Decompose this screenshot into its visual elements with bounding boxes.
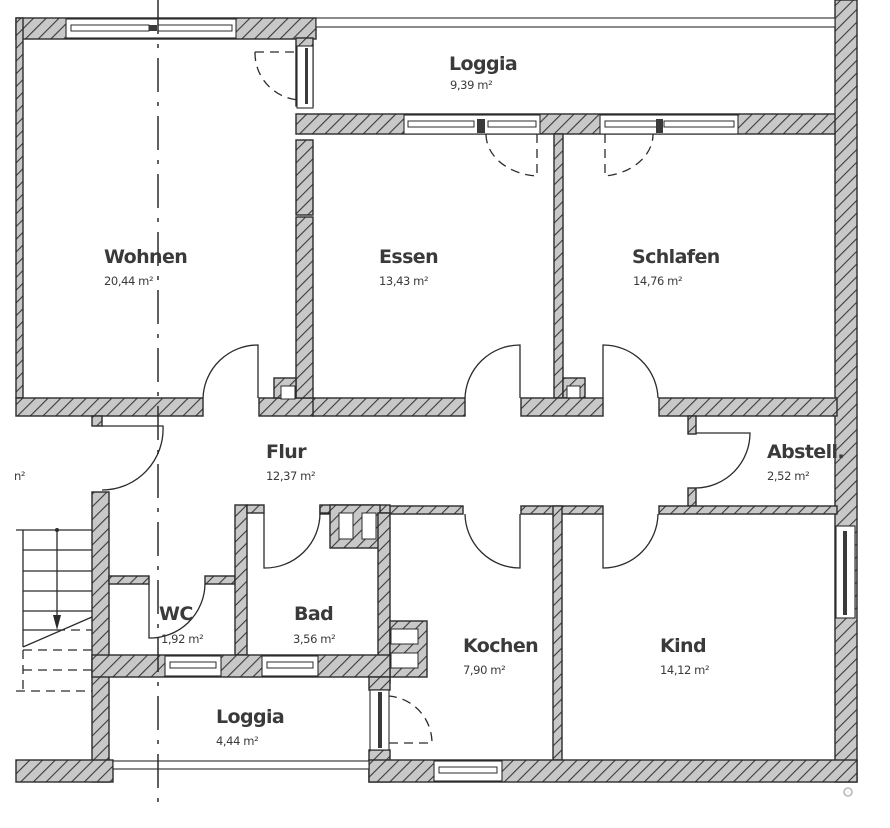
room-area-abstell: 2,52 m² [767,469,809,483]
room-name-loggia-bottom: Loggia [216,706,284,728]
room-name-loggia-top: Loggia [449,53,517,75]
windows [65,17,856,782]
room-area-loggia-top: 9,39 m² [450,78,492,92]
staircase [16,528,93,692]
room-area-kind: 14,12 m² [660,663,709,677]
room-area-bad: 3,56 m² [293,632,335,646]
stair-arrow-icon [53,615,61,630]
room-area-wc: 1,92 m² [161,632,203,646]
room-area-essen: 13,43 m² [379,274,428,288]
room-name-bad: Bad [294,603,333,625]
room-name-wc: WC [159,603,193,625]
room-name-flur: Flur [266,441,307,463]
room-name-schlafen: Schlafen [632,246,720,268]
room-name-kochen: Kochen [463,635,538,657]
room-area-flur: 12,37 m² [266,469,315,483]
cutoff-area-label: n² [14,469,25,483]
corner-marker-icon [843,787,853,797]
room-name-wohnen: Wohnen [104,246,187,268]
room-name-abstell: Abstell. [767,441,844,463]
room-area-kochen: 7,90 m² [463,663,505,677]
room-name-kind: Kind [660,635,706,657]
room-area-schlafen: 14,76 m² [633,274,682,288]
room-name-essen: Essen [379,246,438,268]
room-area-loggia-bottom: 4,44 m² [216,734,258,748]
room-area-wohnen: 20,44 m² [104,274,153,288]
room-labels: Loggia 9,39 m² Wohnen 20,44 m² Essen 13,… [14,53,845,748]
doors [101,51,751,744]
